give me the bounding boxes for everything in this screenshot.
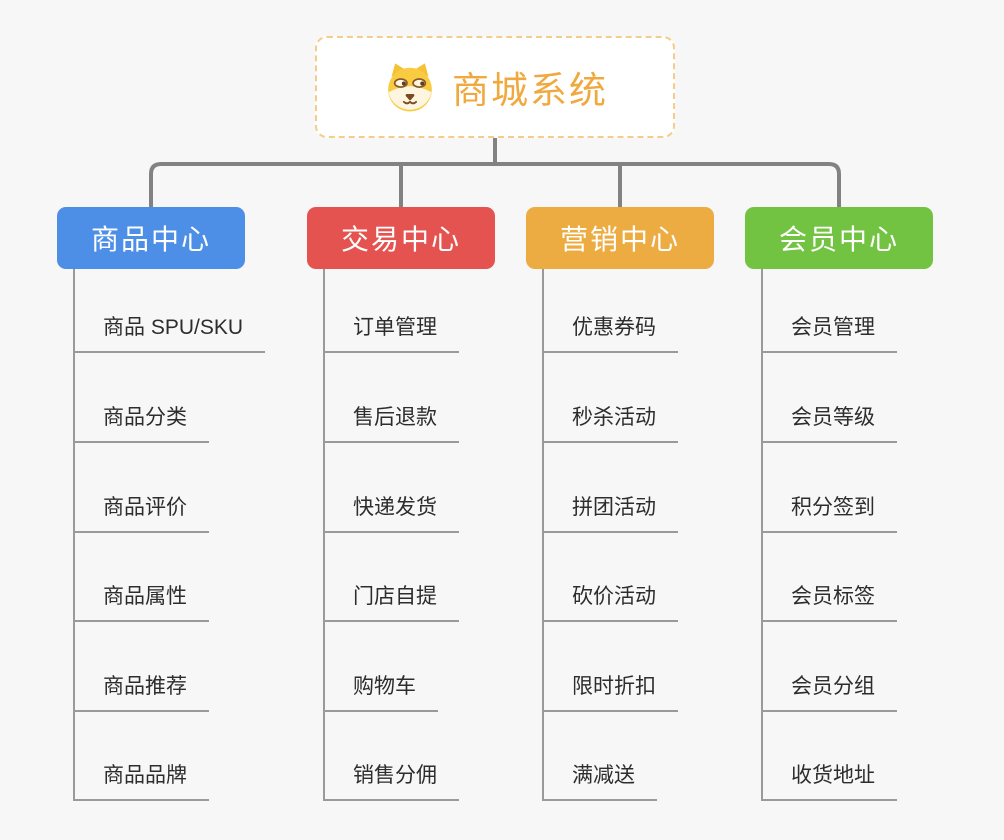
branch-spine xyxy=(761,269,763,801)
branch-header-product-center[interactable]: 商品中心 xyxy=(57,207,245,269)
leaf-node[interactable]: 优惠券码 xyxy=(542,314,678,353)
leaf-node[interactable]: 积分签到 xyxy=(761,494,897,533)
leaf-node[interactable]: 满减送 xyxy=(542,762,657,801)
leaf-node[interactable]: 商品 SPU/SKU xyxy=(73,314,266,353)
leaf-node[interactable]: 快递发货 xyxy=(323,494,459,533)
leaf-node[interactable]: 商品推荐 xyxy=(73,673,209,712)
branch-spine xyxy=(73,269,75,801)
leaf-node[interactable]: 购物车 xyxy=(323,673,438,712)
leaf-node[interactable]: 会员分组 xyxy=(761,673,897,712)
branch-product-center: 商品中心 商品 SPU/SKU 商品分类 商品评价 商品属性 商品推荐 商品品牌 xyxy=(57,207,266,807)
tree-connector-lines xyxy=(149,136,841,210)
branch-header-trade-center[interactable]: 交易中心 xyxy=(307,207,495,269)
leaf-node[interactable]: 砍价活动 xyxy=(542,583,678,622)
leaf-node[interactable]: 订单管理 xyxy=(323,314,459,353)
leaf-node[interactable]: 商品评价 xyxy=(73,494,209,533)
leaf-node[interactable]: 收货地址 xyxy=(761,762,897,801)
leaf-node[interactable]: 商品分类 xyxy=(73,404,209,443)
leaf-node[interactable]: 商品品牌 xyxy=(73,762,209,801)
branch-trade-center: 交易中心 订单管理 售后退款 快递发货 门店自提 购物车 销售分佣 xyxy=(307,207,495,807)
bus-line xyxy=(149,162,841,210)
branch-marketing-center: 营销中心 优惠券码 秒杀活动 拼团活动 砍价活动 限时折扣 满减送 xyxy=(526,207,714,807)
leaf-node[interactable]: 商品属性 xyxy=(73,583,209,622)
dog-face-icon xyxy=(388,63,432,112)
leaf-node[interactable]: 拼团活动 xyxy=(542,494,678,533)
root-node-title: 商城系统 xyxy=(452,70,608,111)
leaf-node[interactable]: 售后退款 xyxy=(323,404,459,443)
branch-header-marketing-center[interactable]: 营销中心 xyxy=(526,207,714,269)
leaf-node[interactable]: 秒杀活动 xyxy=(542,404,678,443)
branch-header-member-center[interactable]: 会员中心 xyxy=(745,207,933,269)
leaf-node[interactable]: 会员管理 xyxy=(761,314,897,353)
root-node-mall-system[interactable]: 商城系统 xyxy=(315,36,675,138)
leaf-node[interactable]: 会员标签 xyxy=(761,583,897,622)
branch-spine xyxy=(542,269,544,801)
branch-member-center: 会员中心 会员管理 会员等级 积分签到 会员标签 会员分组 收货地址 xyxy=(745,207,933,807)
leaf-node[interactable]: 门店自提 xyxy=(323,583,459,622)
leaf-node[interactable]: 限时折扣 xyxy=(542,673,678,712)
leaf-node[interactable]: 销售分佣 xyxy=(323,762,459,801)
leaf-node[interactable]: 会员等级 xyxy=(761,404,897,443)
branch-spine xyxy=(323,269,325,801)
